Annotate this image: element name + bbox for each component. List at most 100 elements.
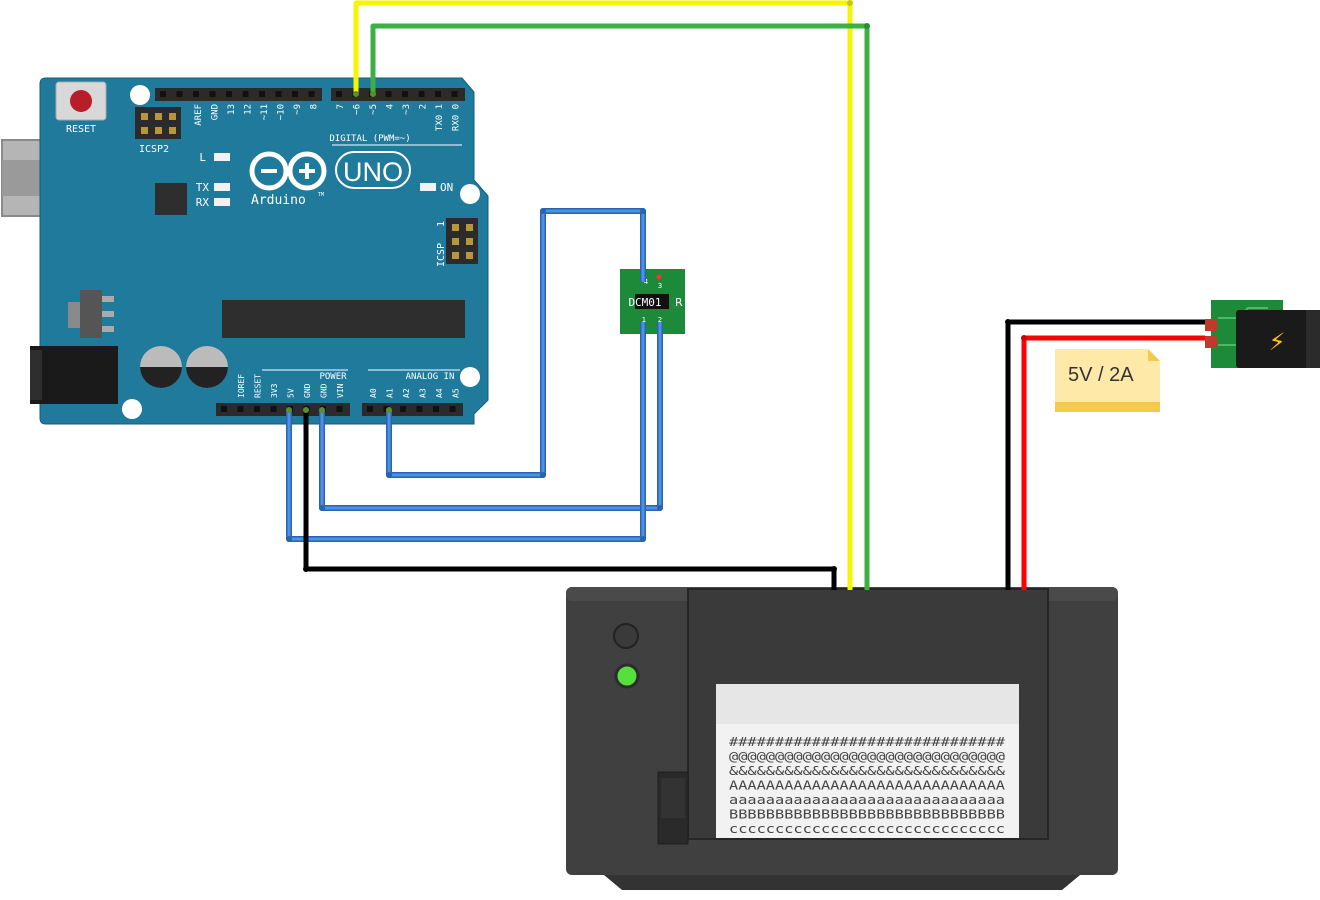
power-header-pin[interactable] <box>336 406 343 412</box>
sensor-chip <box>635 294 669 309</box>
analog-header-pin[interactable] <box>416 406 423 412</box>
paper-text-line: cccccccccccccccccccccccccccccc <box>729 821 1005 836</box>
mounting-hole <box>460 184 480 204</box>
sensor-module: DCM01 R 4 3 1 2 <box>620 269 685 334</box>
power-label: POWER <box>319 372 347 382</box>
digital-pin-label: 8 <box>310 104 320 109</box>
digital-header-right-pin[interactable] <box>418 91 425 97</box>
digital-pin-label: 2 <box>419 104 429 109</box>
icsp2-pin[interactable] <box>155 127 162 134</box>
analog-header-pin[interactable] <box>400 406 406 412</box>
power-header-strip <box>216 403 350 416</box>
icsp-pin[interactable] <box>466 238 473 245</box>
arduino-uno-board: RESET ICSP2 L TX RX ON UNO Arduino TM <box>1 77 489 425</box>
digital-header-left-pin[interactable] <box>160 91 166 97</box>
printer-feed-button[interactable] <box>613 623 639 649</box>
uno-badge <box>335 151 411 189</box>
digital-pin-label: GND <box>211 104 221 120</box>
analog-header-pin[interactable] <box>433 406 439 412</box>
digital-pin-label: ~10 <box>277 104 287 120</box>
icsp2-pin[interactable] <box>141 127 148 134</box>
icsp-pin[interactable] <box>452 252 459 259</box>
digital-header-left-pin[interactable] <box>259 91 265 97</box>
wire-pin5-to-printer <box>370 23 870 590</box>
icsp-pin[interactable] <box>466 224 473 231</box>
icsp2-pin[interactable] <box>169 127 176 134</box>
sensor-pin-led <box>656 274 662 280</box>
capacitor <box>186 346 228 388</box>
lightning-bolt-icon: ⚡ <box>1269 328 1286 356</box>
power-pin-label: GND <box>320 383 329 398</box>
power-header <box>216 403 350 416</box>
digital-header-left-pin[interactable] <box>176 91 183 97</box>
power-header-pin[interactable] <box>221 406 227 412</box>
thermal-printer: ##############################@@@@@@@@@@… <box>566 587 1118 890</box>
digital-header-right-pin[interactable] <box>402 91 408 97</box>
icsp-block <box>446 218 478 264</box>
sensor-chip-label: DCM01 <box>628 296 661 309</box>
digital-label: DIGITAL (PWM=~) <box>329 134 410 144</box>
digital-header-left-pin[interactable] <box>275 91 282 97</box>
voltage-note-text: 5V / 2A <box>1068 364 1134 386</box>
analog-header-pin[interactable] <box>367 406 373 412</box>
digital-header-left-pin[interactable] <box>242 91 249 97</box>
wire-gnd-to-printer <box>303 410 837 590</box>
digital-header-right-pin[interactable] <box>336 91 342 97</box>
led-tx-label: TX <box>196 181 210 194</box>
voltage-regulator <box>68 290 114 338</box>
analog-header-pin[interactable] <box>449 406 456 412</box>
digital-header-left-pin[interactable] <box>226 91 232 97</box>
icsp2-pin[interactable] <box>155 113 162 120</box>
reset-button[interactable] <box>55 81 107 121</box>
icsp2-pin[interactable] <box>141 113 148 120</box>
digital-pin-label: ~6 <box>353 104 363 115</box>
paper-text-line: ############################## <box>729 734 1006 749</box>
arduino-logo-icon <box>249 151 327 191</box>
digital-header-right-pin[interactable] <box>435 91 441 97</box>
digital-header-left-pin[interactable] <box>308 91 315 97</box>
power-dc-jack <box>1236 310 1316 368</box>
sensor-edge-letter: R <box>675 296 683 309</box>
digital-header-right-strip <box>331 88 465 101</box>
power-header-pin[interactable] <box>254 406 260 412</box>
paper-text-line: BBBBBBBBBBBBBBBBBBBBBBBBBBBBBB <box>729 807 1005 822</box>
digital-header-left-pin[interactable] <box>193 91 199 97</box>
digital-header-left-pin[interactable] <box>209 91 216 97</box>
analog-pin-label: A0 <box>369 388 378 398</box>
digital-pin-label: RX0 0 <box>452 104 462 131</box>
digital-pin-label: 7 <box>336 104 346 109</box>
led-l <box>214 153 230 161</box>
mounting-hole <box>130 85 150 105</box>
icsp2-block <box>135 107 181 139</box>
digital-pin-label: ~11 <box>260 104 270 120</box>
digital-pin-label: TX0 1 <box>435 104 445 131</box>
icsp2-label: ICSP2 <box>139 144 169 155</box>
analog-label: ANALOG IN <box>406 372 455 382</box>
paper-text-line: @@@@@@@@@@@@@@@@@@@@@@@@@@@@@@ <box>729 749 1006 764</box>
led-l-label: L <box>199 151 206 164</box>
power-pin-label: VIN <box>336 383 345 398</box>
power-header-pin[interactable] <box>270 406 277 412</box>
digital-header-right-pin[interactable] <box>385 91 392 97</box>
power-header-pin[interactable] <box>237 406 244 412</box>
led-rx-label: RX <box>196 196 210 209</box>
led-tx <box>214 183 230 191</box>
icsp-pin[interactable] <box>452 238 459 245</box>
sensor-pin-label: 2 <box>658 316 662 324</box>
printer-status-led <box>614 663 640 689</box>
icsp2-pin[interactable] <box>169 113 176 120</box>
paper-text-line: &&&&&&&&&&&&&&&&&&&&&&&&&&&&&& <box>729 763 1006 778</box>
digital-pin-label: ~3 <box>402 104 412 115</box>
digital-header-right-pin[interactable] <box>451 91 458 97</box>
wire-pin6-to-printer <box>353 0 853 590</box>
wires <box>286 0 1205 590</box>
led-on <box>420 183 436 191</box>
digital-header-left-pin[interactable] <box>292 91 298 97</box>
icsp-pin[interactable] <box>452 224 459 231</box>
main-microcontroller <box>222 300 465 338</box>
sensor-pin-label: 3 <box>658 282 662 290</box>
wire-endpoints <box>286 0 1027 572</box>
icsp-pin[interactable] <box>466 252 473 259</box>
analog-header-strip <box>362 403 463 416</box>
